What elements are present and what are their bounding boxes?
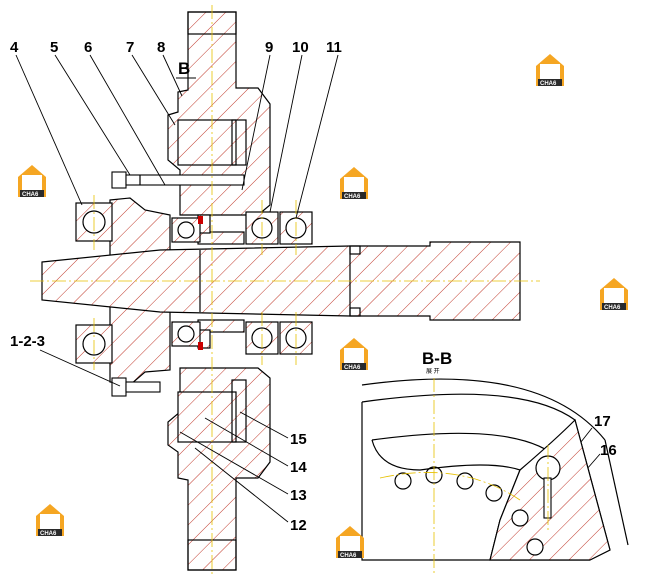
bearing-lower-right-b <box>279 321 313 355</box>
svg-text:CHA6: CHA6 <box>344 194 361 200</box>
label-17: 17 <box>594 413 611 430</box>
watermark-logo-7: H3 CHA6 <box>336 526 364 559</box>
label-9: 9 <box>265 39 273 56</box>
watermark-logo-3: H3 CHA6 <box>340 167 368 200</box>
svg-text:H3: H3 <box>24 177 40 191</box>
label-11: 11 <box>326 39 342 56</box>
label-5: 5 <box>50 39 58 56</box>
svg-text:CHA6: CHA6 <box>540 81 557 87</box>
label-14: 14 <box>290 459 307 476</box>
label-7: 7 <box>126 39 134 56</box>
label-1-2-3: 1-2-3 <box>10 333 45 350</box>
carrier-upper <box>177 119 237 166</box>
bearing-lower-inner <box>171 321 201 347</box>
label-4: 4 <box>10 39 19 56</box>
svg-text:H3: H3 <box>42 516 58 530</box>
svg-text:CHA6: CHA6 <box>340 553 357 559</box>
label-13: 13 <box>290 487 307 504</box>
svg-text:CHA6: CHA6 <box>604 305 621 311</box>
bearing-upper-inner <box>171 217 201 243</box>
svg-text:CHA6: CHA6 <box>40 531 57 537</box>
svg-text:CHA6: CHA6 <box>344 365 361 371</box>
view-marker-b: B <box>178 59 190 78</box>
section-title: B-B <box>422 349 452 368</box>
watermark-logo-5: H3 CHA6 <box>340 338 368 371</box>
section-subtitle: 展 开 <box>426 368 440 375</box>
main-assembly <box>30 5 540 575</box>
bolt-lower <box>111 377 161 397</box>
section-b-b: B-B 展 开 <box>361 349 629 575</box>
label-15: 15 <box>290 431 307 448</box>
svg-text:H3: H3 <box>606 290 622 304</box>
watermark-logo-6: H3 CHA6 <box>36 504 64 537</box>
bolt-upper <box>111 171 245 189</box>
label-12: 12 <box>290 517 307 534</box>
svg-text:H3: H3 <box>542 66 558 80</box>
carrier-lower <box>177 391 237 443</box>
watermark-logo-4: H3 CHA6 <box>600 278 628 311</box>
svg-text:H3: H3 <box>342 538 358 552</box>
label-6: 6 <box>84 39 92 56</box>
svg-text:H3: H3 <box>346 179 362 193</box>
svg-text:CHA6: CHA6 <box>22 192 39 198</box>
label-16: 16 <box>600 442 617 459</box>
watermark-logo-1: H3 CHA6 <box>536 54 564 87</box>
watermark-logo-2: H3 CHA6 <box>18 165 46 198</box>
part-labels: 4 5 6 7 8 9 10 11 1-2-3 12 13 14 15 16 1… <box>10 39 617 534</box>
label-10: 10 <box>292 39 309 56</box>
label-8: 8 <box>157 39 165 56</box>
svg-text:H3: H3 <box>346 350 362 364</box>
